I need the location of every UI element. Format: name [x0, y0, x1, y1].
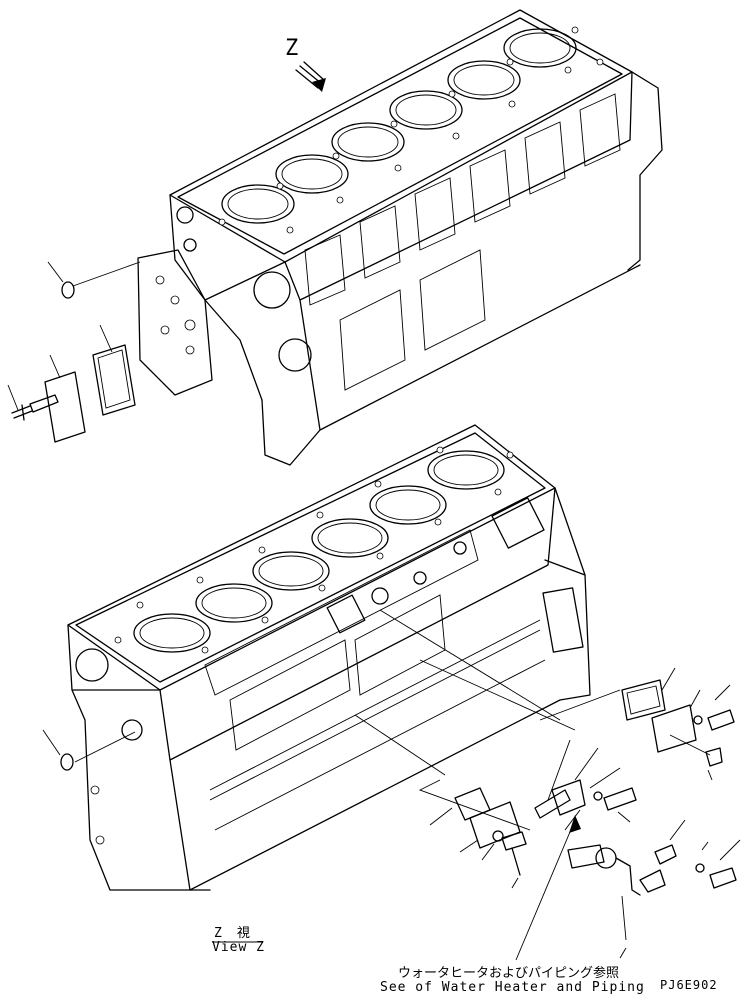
plate	[44, 371, 86, 443]
reference-note-en: See of Water Heater and Piping	[380, 980, 645, 995]
drawing-code: PJ6E902	[660, 978, 718, 992]
plug	[61, 281, 75, 299]
reference-note-jp: ウォータヒータおよびパイピング参照	[398, 966, 620, 981]
lower-exploded-parts	[42, 609, 741, 961]
bolt	[29, 394, 59, 413]
view-caption-en: View Z	[212, 940, 265, 955]
gasket	[92, 344, 136, 416]
cover-plate	[137, 249, 213, 396]
upper-left-exploded-parts	[7, 249, 213, 443]
view-marker-label: Z	[285, 36, 300, 61]
view-caption-jp: Z 視	[214, 926, 251, 941]
view-z-arrow-icon	[295, 61, 326, 92]
lower-cylinder-block	[67, 424, 591, 891]
upper-cylinder-block	[169, 9, 663, 466]
